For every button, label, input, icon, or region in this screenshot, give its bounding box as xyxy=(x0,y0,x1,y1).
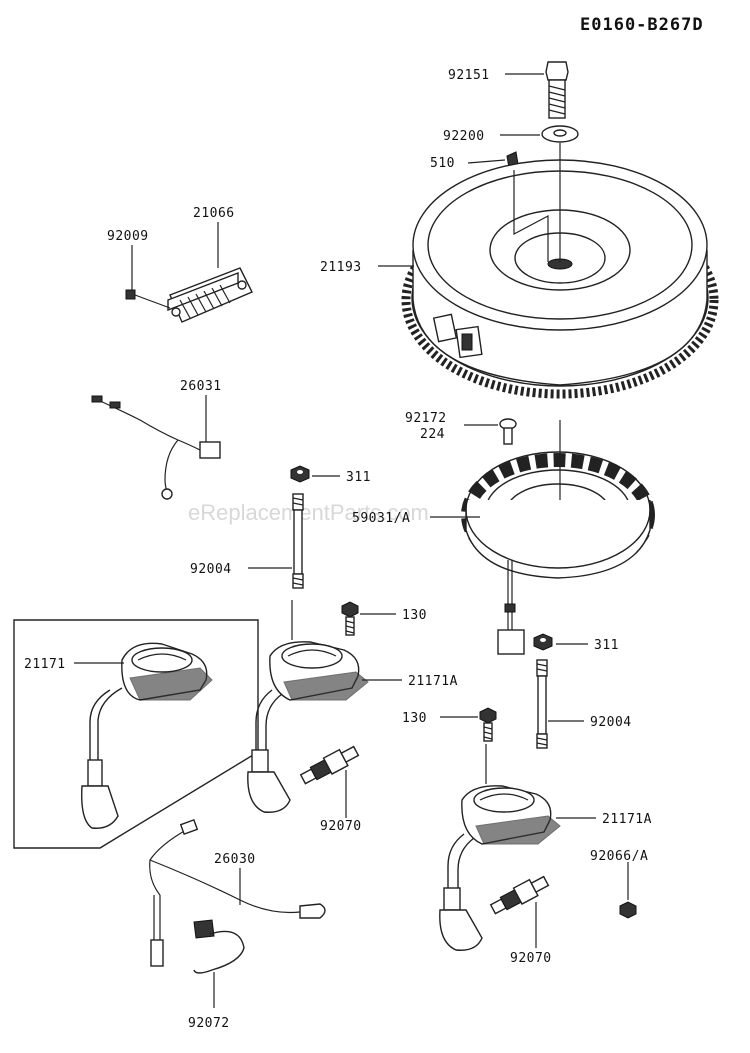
ignition-coil-21171[interactable] xyxy=(81,642,213,829)
screw-92009[interactable] xyxy=(125,289,171,309)
label-92070-right[interactable]: 92070 xyxy=(510,951,552,966)
label-92004-left[interactable]: 92004 xyxy=(190,562,232,577)
screw-92172[interactable] xyxy=(499,418,517,445)
label-21171A-left[interactable]: 21171A xyxy=(408,674,458,689)
label-130-left[interactable]: 130 xyxy=(402,608,427,623)
label-130-right[interactable]: 130 xyxy=(402,711,427,726)
ignition-coil-21171A-left[interactable] xyxy=(247,600,369,813)
label-224[interactable]: 224 xyxy=(420,427,445,442)
label-92004-right[interactable]: 92004 xyxy=(590,715,632,730)
ignition-coil-box xyxy=(13,619,259,849)
washer-92200[interactable] xyxy=(541,125,579,143)
label-59031[interactable]: 59031/A xyxy=(352,511,410,526)
label-26031[interactable]: 26031 xyxy=(180,379,222,394)
label-92066[interactable]: 92066/A xyxy=(590,849,648,864)
label-92200[interactable]: 92200 xyxy=(443,129,485,144)
bolt-130-left[interactable] xyxy=(341,601,359,636)
diagram-code: E0160-B267D xyxy=(580,15,704,35)
label-311-top[interactable]: 311 xyxy=(346,470,371,485)
nut-311-top[interactable] xyxy=(290,465,310,483)
bolt-130-right[interactable] xyxy=(479,707,497,742)
label-92070-left[interactable]: 92070 xyxy=(320,819,362,834)
band-92072[interactable] xyxy=(193,919,245,974)
spark-plug-92070-right[interactable] xyxy=(489,873,550,917)
leader-510 xyxy=(467,159,506,164)
harness-26030[interactable] xyxy=(149,819,326,967)
spark-plug-92070-left[interactable] xyxy=(299,743,360,787)
nut-311-right[interactable] xyxy=(533,633,553,651)
label-21171[interactable]: 21171 xyxy=(24,657,66,672)
bolt-92151[interactable] xyxy=(545,61,569,119)
stud-92004-left[interactable] xyxy=(292,493,304,589)
label-26030[interactable]: 26030 xyxy=(214,852,256,867)
label-510[interactable]: 510 xyxy=(430,156,455,171)
regulator-21066[interactable] xyxy=(167,267,253,323)
stator-59031[interactable] xyxy=(461,451,655,655)
nut-92066[interactable] xyxy=(619,901,637,919)
stud-92004-right[interactable] xyxy=(536,659,548,749)
label-92172[interactable]: 92172 xyxy=(405,411,447,426)
flywheel-21193[interactable] xyxy=(401,159,719,399)
ignition-coil-21171A-right[interactable] xyxy=(439,744,561,951)
label-21193[interactable]: 21193 xyxy=(320,260,362,275)
label-92151[interactable]: 92151 xyxy=(448,68,490,83)
leader-key xyxy=(513,170,549,262)
label-92072[interactable]: 92072 xyxy=(188,1016,230,1031)
watermark: eReplacementParts.com xyxy=(188,500,429,525)
label-21171A-right[interactable]: 21171A xyxy=(602,812,652,827)
harness-26031[interactable] xyxy=(91,395,221,500)
label-311-right[interactable]: 311 xyxy=(594,638,619,653)
label-21066[interactable]: 21066 xyxy=(193,206,235,221)
label-92009[interactable]: 92009 xyxy=(107,229,149,244)
